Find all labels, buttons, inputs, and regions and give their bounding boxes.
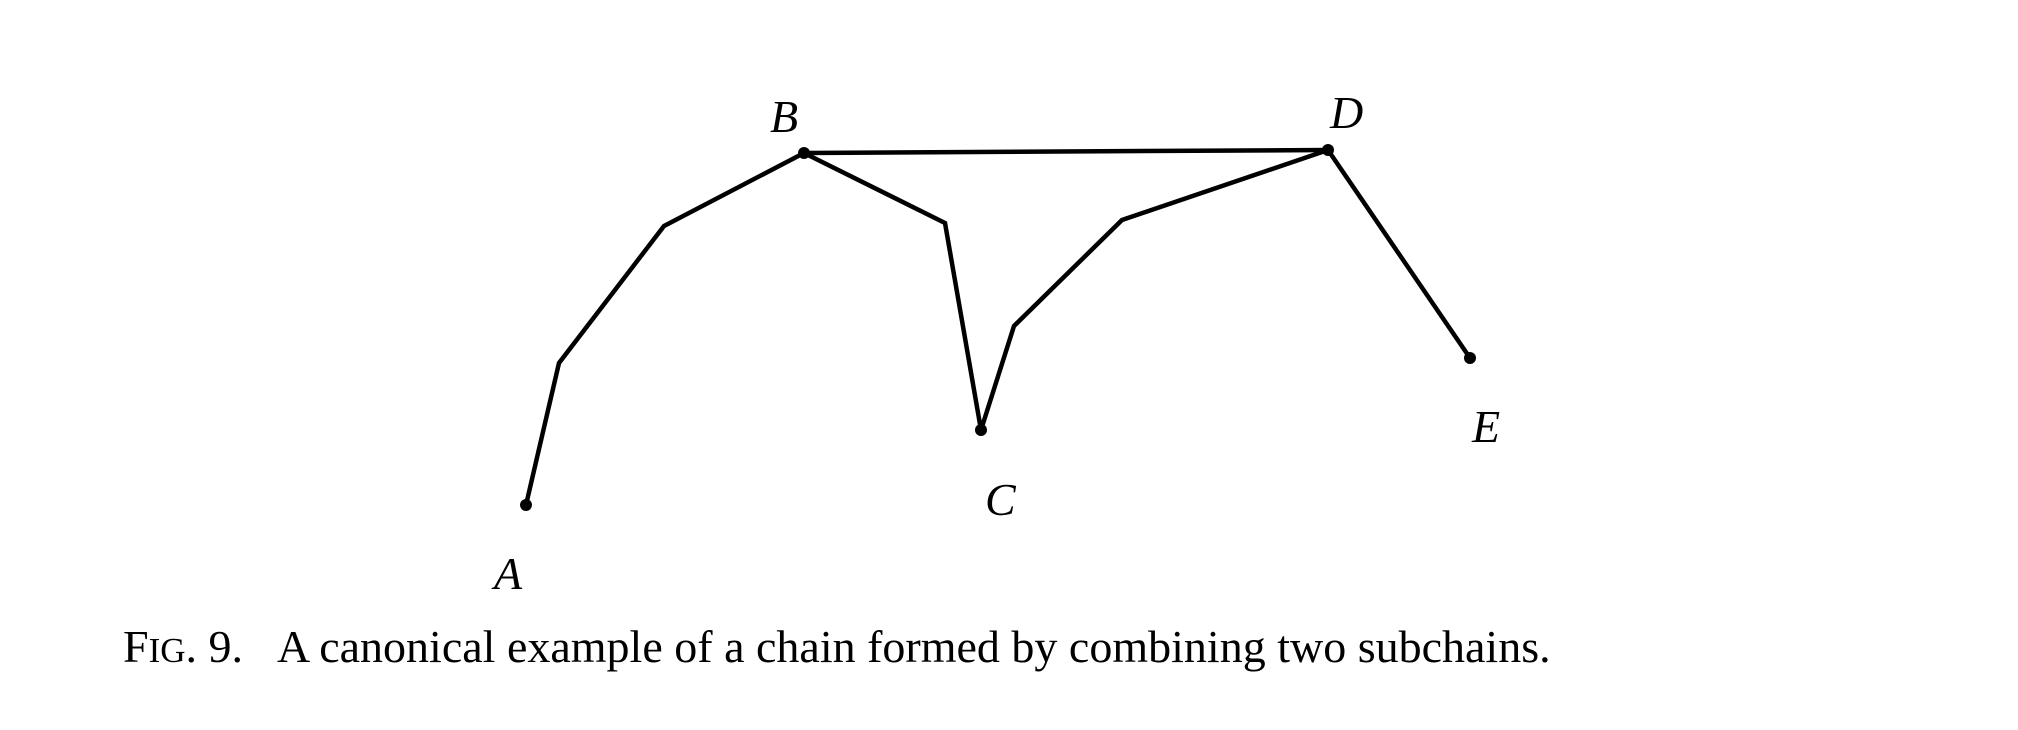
vertex-a-dot (520, 499, 532, 511)
vertex-label-b: B (770, 91, 798, 142)
vertex-label-c: C (985, 474, 1017, 525)
vertex-b-dot (798, 147, 810, 159)
figure-number-small-caps: IG (148, 631, 186, 670)
vertex-e-dot (1464, 352, 1476, 364)
segment-b-d (801, 147, 1331, 156)
vertex-c-dot (975, 424, 987, 436)
figure-number-first-letter: F (123, 621, 149, 672)
vertex-d-dot (1322, 144, 1334, 156)
figure-number-rest: . 9. (185, 621, 244, 672)
figure-number: FIG. 9. (123, 621, 243, 672)
vertex-label-d: D (1329, 87, 1363, 138)
chain-polyline (523, 147, 1473, 508)
caption-text: A canonical example of a chain formed by… (277, 621, 1551, 672)
vertex-label-e: E (1471, 401, 1500, 452)
vertex-label-a: A (491, 548, 523, 599)
figure-caption: FIG. 9. A canonical example of a chain fo… (123, 624, 1943, 670)
